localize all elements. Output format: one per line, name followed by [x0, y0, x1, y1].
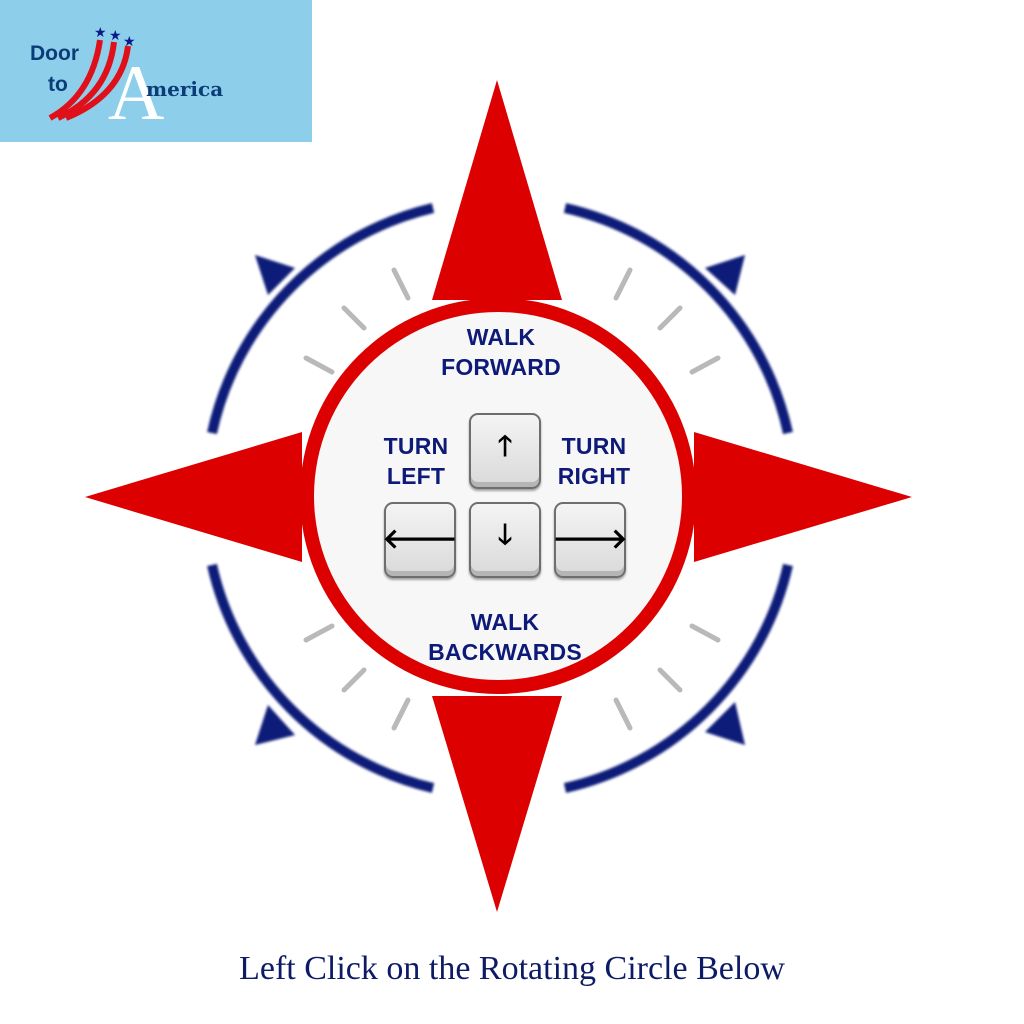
logo-letter-a: A [108, 49, 164, 136]
turn-right-line2: RIGHT [557, 463, 631, 489]
cardinal-points [85, 80, 912, 912]
turn-right-line1: TURN [561, 433, 627, 459]
walk-backwards-label: WALK BACKWARDS [410, 607, 600, 667]
right-arrow-key[interactable]: 🡒 [552, 502, 628, 578]
turn-right-label: TURN RIGHT [544, 431, 644, 491]
arrow-up-icon: 🡑 [497, 429, 513, 462]
logo-text-door: Door [30, 42, 79, 65]
left-arrow-key[interactable]: 🡐 [382, 502, 458, 578]
walk-backwards-line1: WALK [470, 609, 540, 635]
outer-ring [207, 203, 793, 793]
arrow-down-icon: 🡓 [497, 518, 513, 551]
star-icon: ★ [94, 25, 107, 41]
walk-forward-line1: WALK [466, 324, 536, 350]
turn-left-label: TURN LEFT [366, 431, 466, 491]
up-arrow-key[interactable]: 🡑 [469, 413, 541, 489]
turn-left-line1: TURN [383, 433, 449, 459]
walk-forward-line2: FORWARD [441, 354, 561, 380]
down-arrow-key[interactable]: 🡓 [469, 502, 541, 578]
turn-left-line2: LEFT [386, 463, 446, 489]
walk-backwards-line2: BACKWARDS [428, 639, 582, 665]
logo-text-to: to [48, 73, 68, 96]
tick-marks [303, 267, 721, 731]
diagonal-points [255, 255, 745, 745]
arrow-left-icon: 🡐 [382, 522, 458, 555]
door-to-america-logo: Door to ★ ★ ★ A merica [0, 0, 312, 142]
inner-disk [314, 312, 682, 680]
logo-text-merica: merica [146, 77, 223, 101]
walk-forward-label: WALK FORWARD [428, 322, 574, 382]
star-icon: ★ [109, 28, 122, 44]
arrow-right-icon: 🡒 [552, 522, 628, 555]
star-icon: ★ [123, 34, 136, 50]
instruction-caption: Left Click on the Rotating Circle Below [239, 950, 785, 987]
